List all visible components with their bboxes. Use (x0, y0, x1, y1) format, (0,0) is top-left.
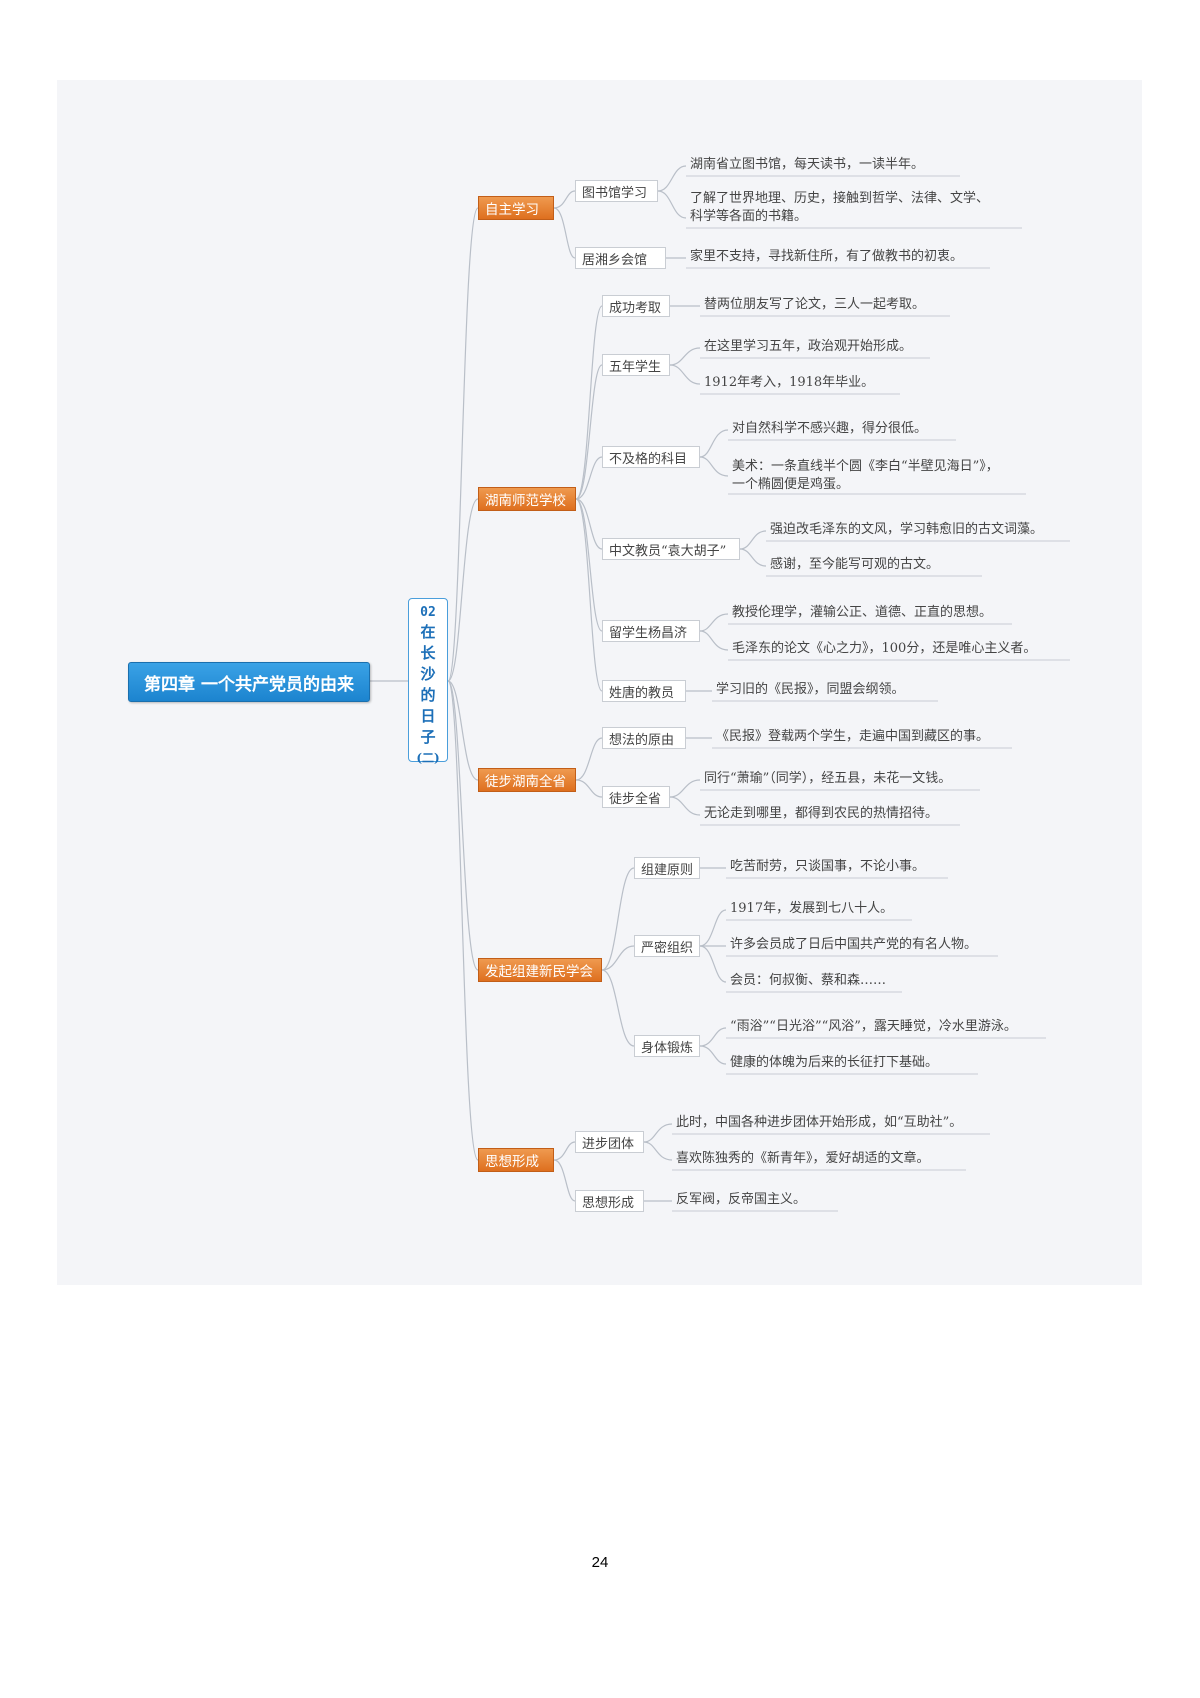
category-zizhu[interactable]: 自主学习 (478, 196, 554, 220)
category-xinmin[interactable]: 发起组建新民学会 (478, 958, 602, 982)
leaf-line: 美术：一条直线半个圆《李白“半壁见海日”》， (732, 459, 999, 474)
leaf-text: 感谢，至今能写可观的古文。 (770, 557, 940, 572)
node-xiangfa[interactable]: 想法的原由 (602, 727, 686, 749)
leaf-text: 反军阀，反帝国主义。 (676, 1192, 807, 1207)
leaf-text: 教授伦理学，灌输公正、道德、正直的思想。 (732, 605, 993, 620)
subtopic-char: 子 (420, 728, 436, 746)
page-number: 24 (591, 1554, 609, 1571)
node-liuxue[interactable]: 留学生杨昌济 (602, 620, 700, 642)
node-zujian[interactable]: 组建原则 (634, 857, 700, 879)
node-juxiang[interactable]: 居湘乡会馆 (575, 247, 666, 269)
subtopic-char: (二) (416, 751, 440, 765)
node-tushuguan[interactable]: 图书馆学习 (575, 180, 658, 202)
leaf-text: 在这里学习五年，政治观开始形成。 (704, 339, 913, 354)
node-jinbu[interactable]: 进步团体 (575, 1131, 644, 1153)
leaf-text: 许多会员成了日后中国共产党的有名人物。 (730, 937, 978, 952)
leaf-text: 同行“萧瑜”（同学），经五县，未花一文钱。 (704, 771, 952, 786)
leaf-text: “雨浴”“日光浴”“风浴”，露天睡觉，冷水里游泳。 (730, 1019, 1017, 1034)
category-tubu[interactable]: 徒步湖南全省 (478, 768, 576, 792)
node-wunian[interactable]: 五年学生 (602, 354, 670, 376)
leaf-text: 无论走到哪里，都得到农民的热情招待。 (704, 806, 939, 821)
node-yanmi[interactable]: 严密组织 (634, 935, 700, 957)
category-shifan[interactable]: 湖南师范学校 (478, 487, 576, 511)
node-bujige[interactable]: 不及格的科目 (602, 446, 700, 468)
leaf-text: 《民报》登载两个学生，走遍中国到藏区的事。 (716, 729, 990, 744)
leaf-text: 毛泽东的论文《心之力》，100分，还是唯心主义者。 (732, 641, 1037, 656)
category-sixiang[interactable]: 思想形成 (478, 1148, 554, 1172)
leaf-text: 健康的体魄为后来的长征打下基础。 (730, 1055, 939, 1070)
subtopic-char: 日 (420, 707, 436, 725)
node-shenti[interactable]: 身体锻炼 (634, 1035, 700, 1057)
leaf-text: 了解了世界地理、历史，接触到哲学、法律、文学、 科学等各面的书籍。 (690, 190, 989, 226)
subtopic-changsha[interactable]: 02 在 长 沙 的 日 子 (二) (408, 598, 448, 765)
leaf-text: 替两位朋友写了论文，三人一起考取。 (704, 297, 926, 312)
leaf-text: 吃苦耐劳，只谈国事，不论小事。 (730, 859, 926, 874)
leaf-text: 学习旧的《民报》，同盟会纲领。 (716, 682, 905, 697)
leaf-text: 喜欢陈独秀的《新青年》，爱好胡适的文章。 (676, 1151, 930, 1166)
leaf-text: 家里不支持，寻找新住所，有了做教书的初衷。 (690, 249, 964, 264)
subtopic-char: 的 (420, 686, 436, 704)
leaf-line: 一个椭圆便是鸡蛋。 (732, 477, 850, 492)
leaf-text: 强迫改毛泽东的文风，学习韩愈旧的古文词藻。 (770, 522, 1044, 537)
subtopic-char: 沙 (420, 665, 436, 683)
node-xingtang[interactable]: 姓唐的教员 (602, 680, 686, 702)
node-zhongwen[interactable]: 中文教员“袁大胡子” (602, 538, 740, 560)
subtopic-number: 02 (420, 605, 436, 620)
leaf-text: 此时，中国各种进步团体开始形成，如“互助社”。 (676, 1115, 963, 1130)
leaf-text: 1912年考入，1918年毕业。 (704, 375, 875, 390)
leaf-text: 湖南省立图书馆，每天读书，一读半年。 (690, 157, 925, 172)
leaf-line: 科学等各面的书籍。 (690, 209, 808, 224)
subtopic-char: 长 (420, 644, 436, 662)
leaf-line: 了解了世界地理、历史，接触到哲学、法律、文学、 (690, 191, 990, 206)
leaf-text: 会员：何叔衡、蔡和森…… (730, 973, 887, 988)
subtopic-char: 在 (420, 623, 436, 641)
leaf-text: 美术：一条直线半个圆《李白“半壁见海日”》， 一个椭圆便是鸡蛋。 (732, 458, 999, 494)
leaf-text: 1917年，发展到七八十人。 (730, 901, 894, 916)
leaf-text: 对自然科学不感兴趣，得分很低。 (732, 421, 928, 436)
node-quansheng[interactable]: 徒步全省 (602, 786, 670, 808)
node-xingcheng[interactable]: 思想形成 (575, 1190, 644, 1212)
root-topic[interactable]: 第四章 一个共产党员的由来 (128, 662, 370, 702)
node-chenggong[interactable]: 成功考取 (602, 295, 670, 317)
